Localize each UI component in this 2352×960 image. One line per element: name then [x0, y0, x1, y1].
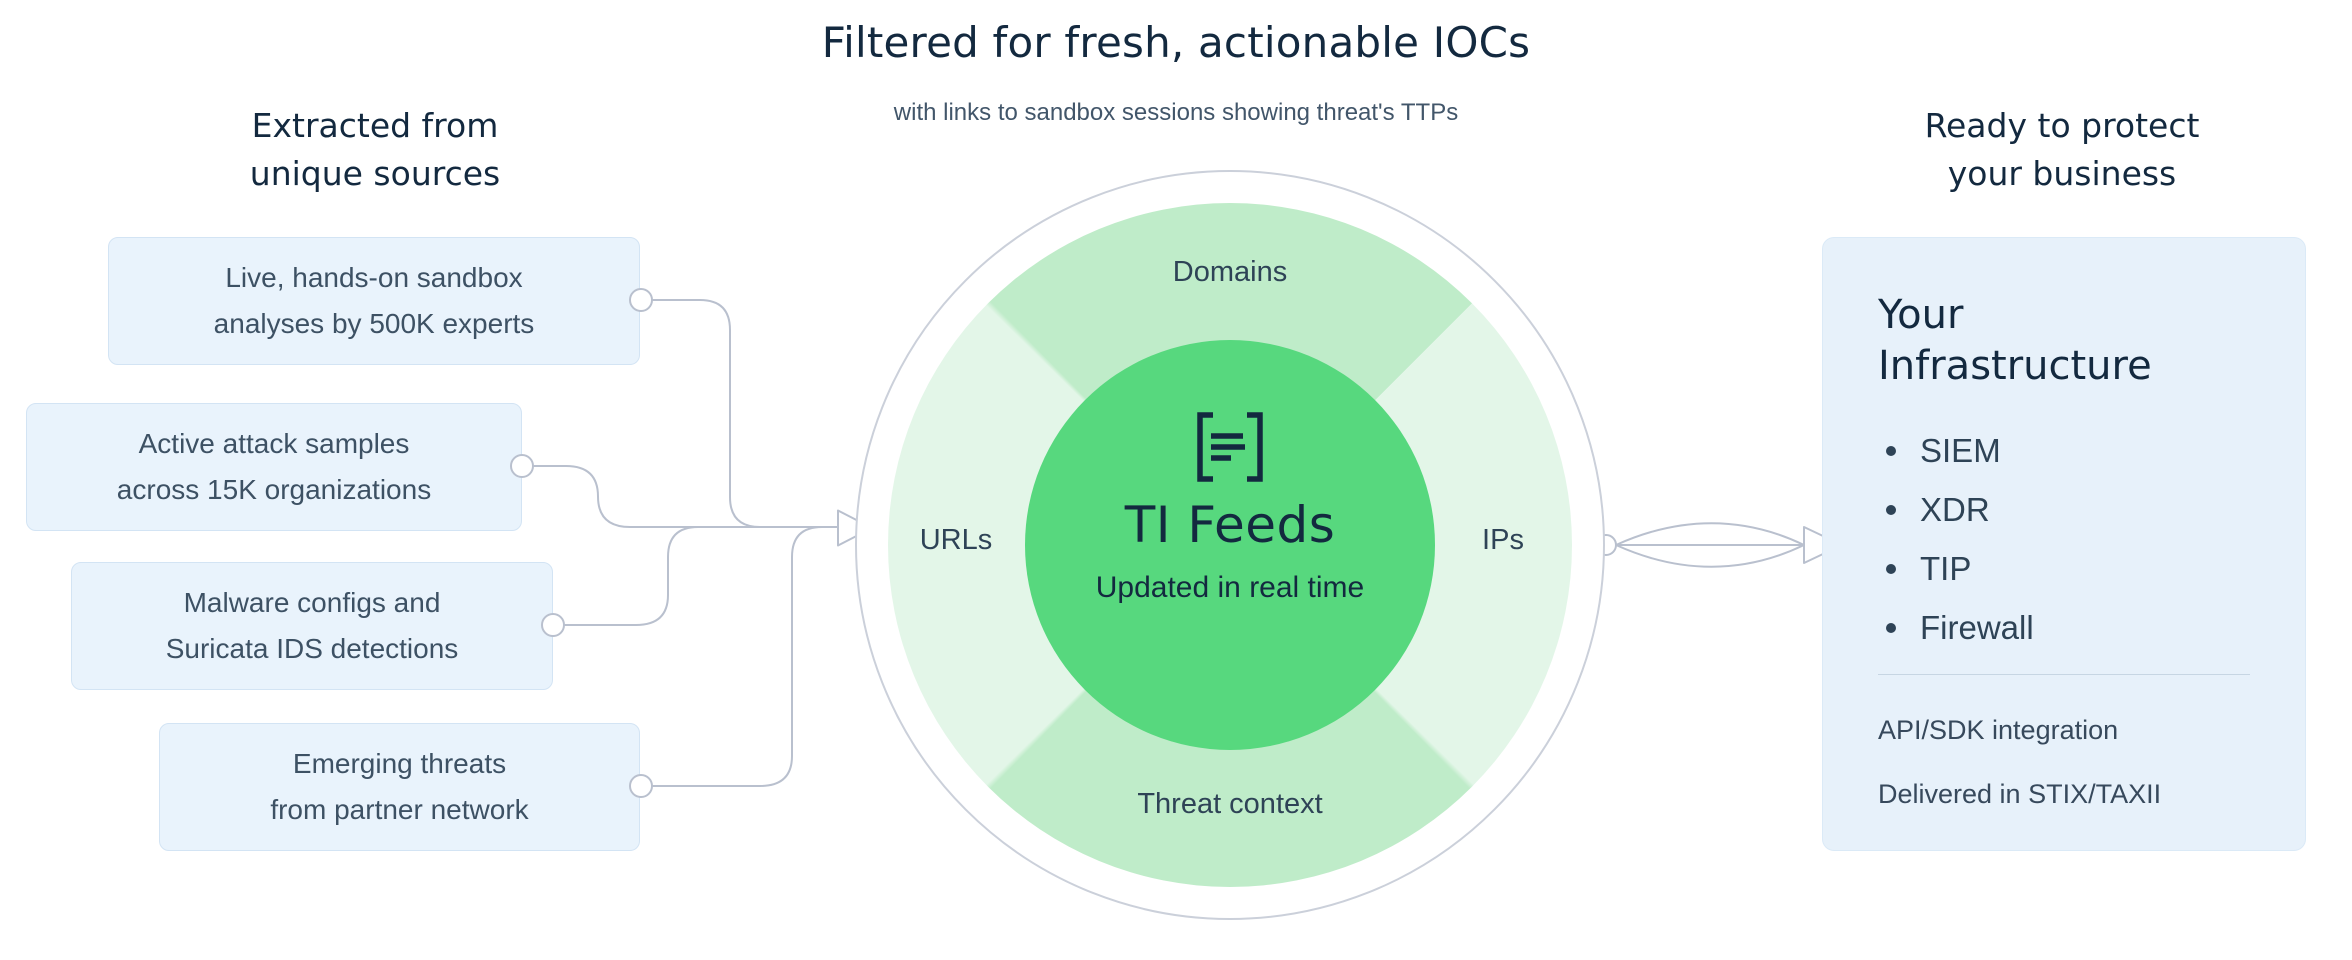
segment-label-threat-context: Threat context [1137, 788, 1323, 820]
connector-arc-lower [1615, 544, 1805, 568]
destination-heading: Ready to protect your business [1812, 102, 2312, 198]
source-box-line2: analyses by 500K experts [213, 308, 535, 339]
source-box-line1: Emerging threats [292, 748, 507, 779]
panel-divider [1878, 674, 2250, 676]
segment-label-domains: Domains [1172, 256, 1288, 288]
list-item-label: Firewall [1920, 609, 2034, 647]
list-item-firewall: Firewall [1878, 609, 2250, 647]
connector-arc-upper [1615, 522, 1805, 546]
connector-line [652, 299, 761, 528]
source-box-line2: from partner network [270, 794, 529, 825]
feed-list-icon [1197, 412, 1263, 482]
page-title: Filtered for fresh, actionable IOCs [821, 18, 1531, 67]
source-connectors [510, 288, 873, 798]
list-item-siem: SIEM [1878, 432, 2250, 470]
panel-title-line1: Your [1878, 292, 1964, 338]
bullet-dot-icon [1886, 505, 1896, 516]
page-subtitle: with links to sandbox sessions showing t… [893, 99, 1459, 126]
bullet-dot-icon [1886, 446, 1896, 457]
panel-note-stix-taxii: Delivered in STIX/TAXII [1878, 779, 2162, 810]
connector-line [564, 526, 699, 626]
feed-subtitle: Updated in real time [1095, 571, 1365, 604]
source-box-line1: Live, hands-on sandbox [225, 262, 523, 293]
ti-feeds-core: TI Feeds Updated in real time [1025, 340, 1435, 750]
infrastructure-list: SIEM XDR TIP Firewall [1878, 432, 2250, 647]
feed-title: TI Feeds [1124, 496, 1336, 554]
sources-heading-line2: unique sources [249, 153, 501, 193]
segment-label-urls: URLs [919, 524, 993, 556]
source-box-line2: Suricata IDS detections [165, 633, 459, 664]
connector-line [652, 526, 823, 787]
infrastructure-panel-title: Your Infrastructure [1878, 290, 2250, 392]
segment-label-ips: IPs [1482, 524, 1524, 556]
list-item-xdr: XDR [1878, 491, 2250, 529]
source-box-line1: Malware configs and [183, 587, 441, 618]
list-item-label: SIEM [1920, 432, 2001, 470]
sources-heading: Extracted from unique sources [115, 102, 635, 198]
panel-title-line2: Infrastructure [1878, 343, 2152, 390]
panel-note-api-sdk: API/SDK integration [1878, 715, 2119, 746]
source-box-partner-network: Emerging threats from partner network [159, 723, 640, 851]
source-box-line2: across 15K organizations [116, 474, 432, 505]
destination-heading-line2: your business [1947, 153, 2177, 193]
output-connector [1595, 522, 1843, 568]
source-box-sandbox-analyses: Live, hands-on sandbox analyses by 500K … [108, 237, 640, 365]
destination-heading-line1: Ready to protect [1924, 106, 2200, 145]
source-box-line1: Active attack samples [138, 428, 410, 459]
source-box-attack-samples: Active attack samples across 15K organiz… [26, 403, 522, 531]
bullet-dot-icon [1886, 623, 1896, 634]
sources-heading-line1: Extracted from [251, 106, 499, 145]
list-item-tip: TIP [1878, 550, 2250, 588]
connector-line [533, 465, 631, 528]
infrastructure-panel: Your Infrastructure SIEM XDR TIP Firewal… [1822, 237, 2306, 851]
bullet-dot-icon [1886, 564, 1896, 575]
source-box-malware-configs: Malware configs and Suricata IDS detecti… [71, 562, 553, 690]
list-item-label: XDR [1920, 491, 1990, 529]
list-item-label: TIP [1920, 550, 1972, 588]
